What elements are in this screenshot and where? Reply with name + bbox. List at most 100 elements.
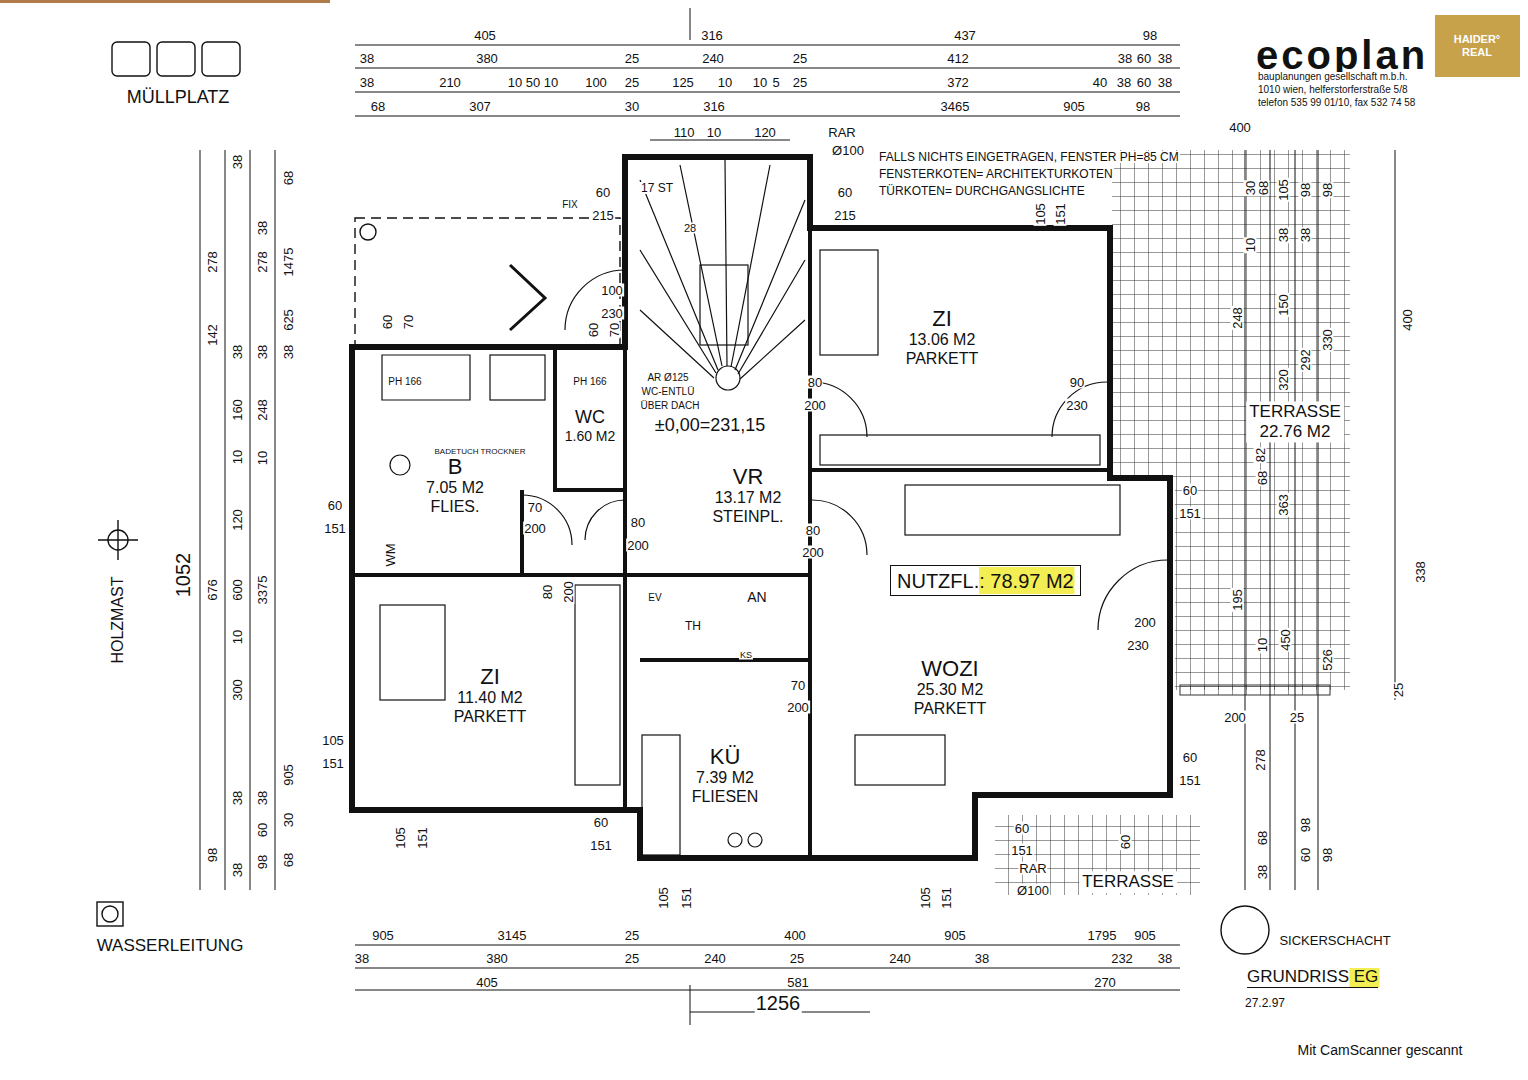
room-area: ZI11.40 M2PARKETT (375, 585, 625, 785)
dimension-label: 905 (282, 763, 295, 787)
room-name: WC (565, 407, 616, 428)
dimension-label: 151 (321, 757, 345, 770)
dimension-label: 38 (231, 862, 244, 878)
note-text: AR Ø125 (646, 373, 689, 383)
dimension-label: 25 (624, 952, 640, 965)
dimension-label: 25 (792, 52, 808, 65)
dimension-label: 60 (256, 822, 269, 838)
dimension-label: 200 (1133, 616, 1157, 629)
dimension-label: 905 (1062, 100, 1086, 113)
room-name: VR (712, 464, 783, 489)
dimension-label: 38 (1117, 52, 1133, 65)
dimension-label: 80 (630, 516, 646, 529)
dimension-label: 151 (680, 886, 693, 910)
dimension-label: 60 (381, 314, 394, 330)
note-text: TH (684, 620, 702, 632)
dimension-label: 10 (706, 126, 722, 139)
room-name: NUTZFL.: 78.97 M2 (897, 570, 1074, 593)
dimension-label: 320 (1277, 368, 1290, 392)
text-block: HAIDER° REAL (1444, 33, 1510, 58)
dimension-label: 110 (673, 126, 696, 139)
text-block: ZI11.40 M2PARKETT (454, 664, 527, 726)
dimension-label: 151 (589, 839, 613, 852)
note-text: FIX (561, 200, 579, 210)
room-detail: 11.40 M2 (454, 689, 527, 707)
note-text: AN (746, 590, 767, 604)
room-area: WOZI25.30 M2PARKETTNUTZFL.: 78.97 M2 (818, 482, 1166, 790)
dimension-label: 38 (256, 344, 269, 360)
dimension-label: 160 (231, 398, 244, 422)
dimension-label: 125 (671, 76, 695, 89)
dimension-label: 38 (1157, 52, 1173, 65)
dimension-label: 80 (805, 524, 821, 537)
dimension-label: 363 (1277, 493, 1290, 517)
note-text: BADETUCH TROCKNER (434, 448, 527, 456)
dimension-label: 151 (1178, 507, 1202, 520)
note-text: RAR (1018, 862, 1047, 875)
room-detail: 13.17 M2 (712, 489, 783, 507)
dimension-label: 50 (525, 76, 541, 89)
dimension-label: 151 (416, 826, 429, 850)
dimension-label: 70 (527, 501, 543, 514)
dimension-label: 3375 (256, 575, 269, 606)
dimension-label: 400 (1401, 308, 1414, 332)
dimension-label: 5 (771, 76, 780, 89)
note-text: ecoplan (1255, 35, 1429, 75)
note-text: Mit CamScanner gescannt (1297, 1043, 1464, 1057)
dimension-label: 60 (327, 499, 343, 512)
dimension-label: 210 (438, 76, 462, 89)
dimension-label: 25 (789, 952, 805, 965)
dimension-label: 10 (543, 76, 559, 89)
note-text: EV (647, 593, 662, 603)
dimension-label: 10 (256, 450, 269, 466)
dimension-label: 105 (657, 886, 670, 910)
dimension-label: 38 (231, 154, 244, 170)
dimension-label: 60 (1299, 847, 1312, 863)
dimension-label: 68 (1256, 830, 1269, 846)
dimension-label: 38 (1157, 952, 1173, 965)
dimension-label: 60 (593, 816, 609, 829)
dimension-label: Ø100 (831, 144, 865, 157)
dimension-label: 60 (595, 186, 611, 199)
dimension-label: 105 (1034, 202, 1047, 226)
dimension-label: 151 (323, 522, 347, 535)
dimension-label: 905 (371, 929, 395, 942)
room-detail: PARKETT (914, 700, 987, 718)
dimension-label: 300 (231, 678, 244, 702)
room-detail: 22.76 M2 (1249, 422, 1341, 442)
room-area: WC1.60 M2 (557, 375, 623, 487)
dimension-label: 28 (683, 223, 697, 234)
note-text: MÜLLPLATZ (126, 88, 231, 106)
dimension-label: 60 (1182, 484, 1198, 497)
dimension-label: 600 (231, 578, 244, 602)
dimension-label: 405 (473, 29, 497, 42)
dimension-label: 80 (541, 584, 554, 600)
plan-title: GRUNDRISS EG (1247, 968, 1378, 988)
dimension-label: 10 (507, 76, 523, 89)
dimension-label: 450 (1279, 628, 1292, 652)
dimension-label: 98 (1142, 29, 1158, 42)
dimension-label: 230 (1065, 399, 1089, 412)
dimension-label: 905 (1133, 929, 1157, 942)
dimension-label: 10 (1256, 637, 1269, 653)
dimension-label: 240 (701, 52, 725, 65)
dimension-label: 1256 (755, 993, 802, 1013)
dimension-label: 68 (282, 852, 295, 868)
dimension-label: 25 (1392, 682, 1405, 698)
dimension-label: 68 (370, 100, 386, 113)
dimension-label: 68 (1256, 470, 1269, 486)
dimension-label: 400 (1228, 121, 1252, 134)
note-text: WASSERLEITUNG (96, 937, 245, 954)
note-text: TÜRKOTEN= DURCHGANGSLICHTE (878, 185, 1086, 197)
dimension-label: 105 (919, 886, 932, 910)
room-name: B (426, 454, 484, 479)
dimension-label: 60 (1014, 822, 1030, 835)
room-area: KÜ7.39 M2FLIESEN (645, 665, 800, 853)
dimension-label: 38 (974, 952, 990, 965)
dimension-label: 38 (1277, 227, 1290, 243)
room-area: B7.05 M2FLIES. (380, 375, 520, 570)
text-block: NUTZFL.: 78.97 M2 (897, 570, 1074, 593)
dimension-label: 38 (256, 790, 269, 806)
